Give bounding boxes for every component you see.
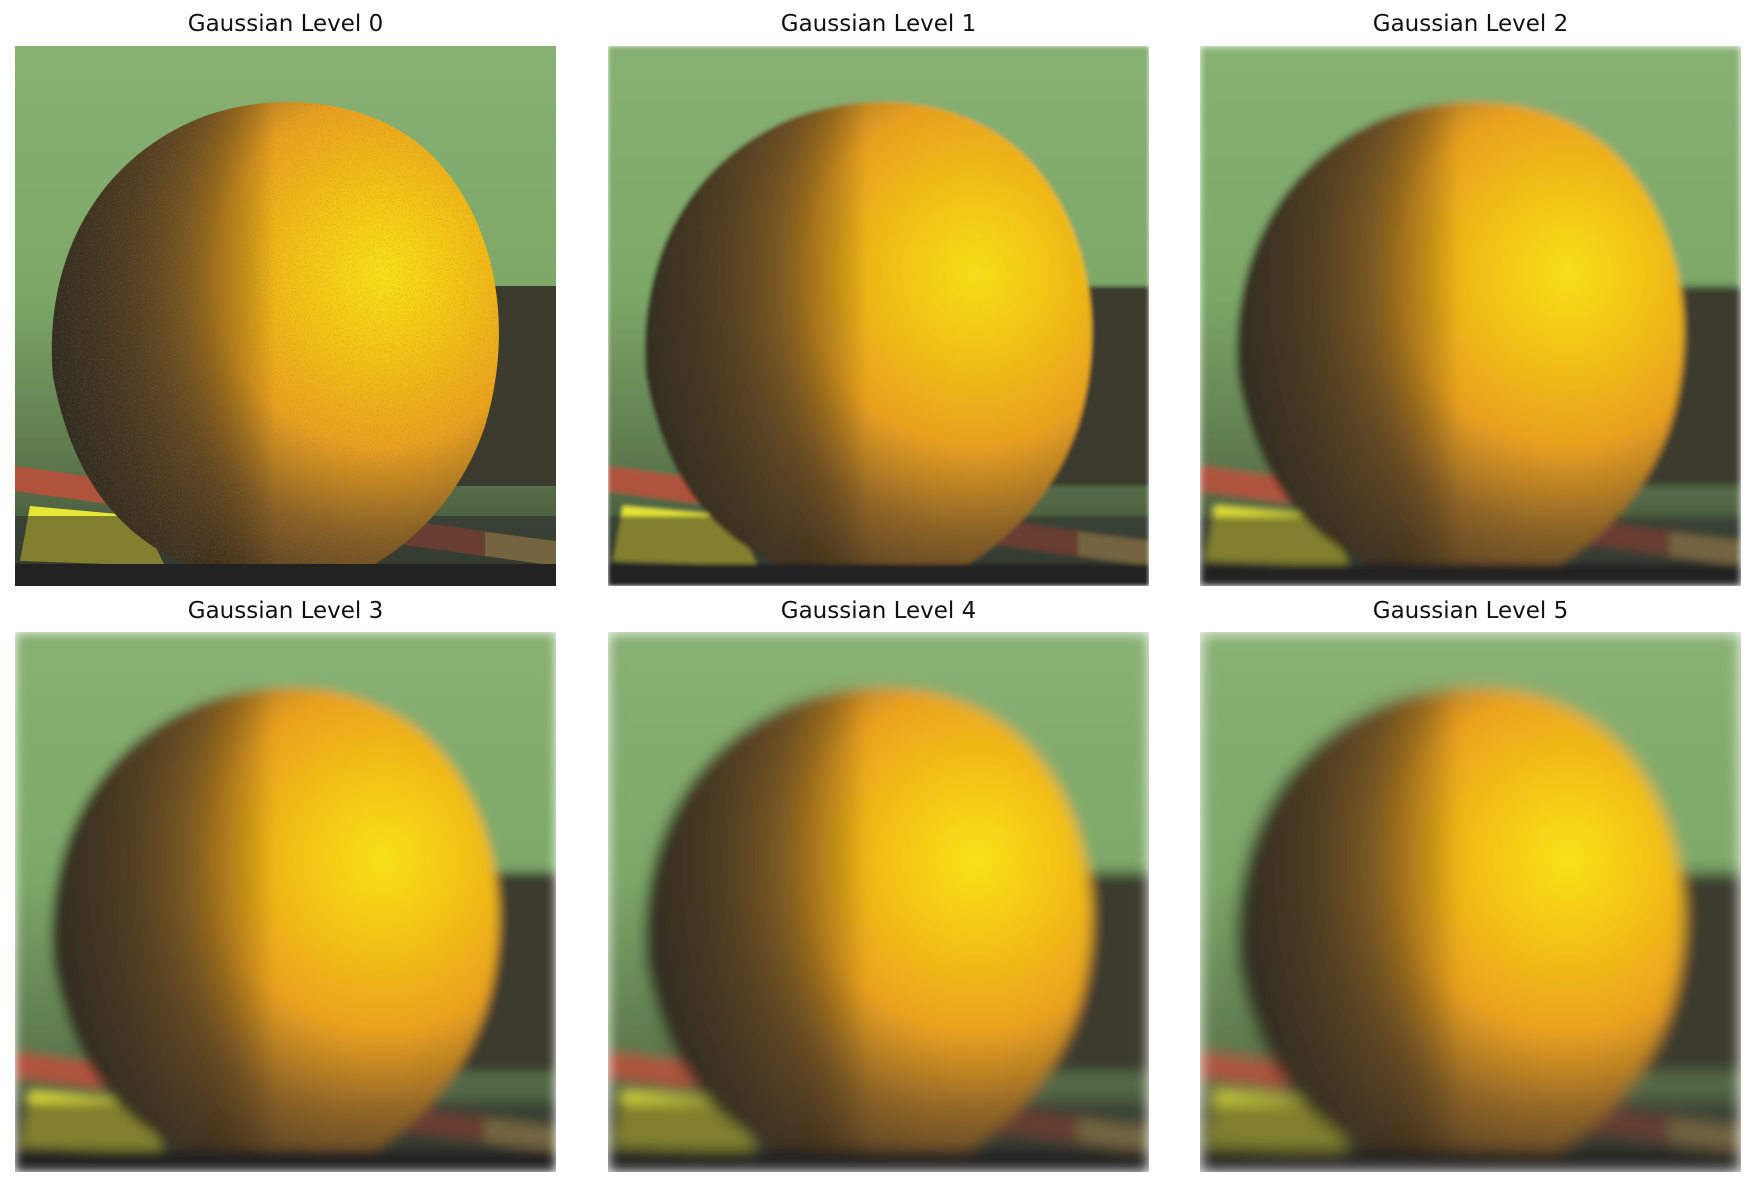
orange-image-level-4 [608, 632, 1149, 1172]
orange-photo [15, 46, 556, 586]
orange-photo [1200, 46, 1741, 586]
panel-title: Gaussian Level 1 [780, 11, 977, 37]
orange-image-level-2 [1200, 46, 1741, 586]
orange-image-level-5 [1200, 632, 1741, 1172]
panel-title: Gaussian Level 0 [187, 11, 384, 37]
panel-title: Gaussian Level 4 [780, 598, 977, 624]
orange-image-level-3 [15, 632, 556, 1172]
panel-title: Gaussian Level 5 [1372, 598, 1569, 624]
orange-photo [1200, 632, 1741, 1172]
panel-title: Gaussian Level 3 [187, 598, 384, 624]
orange-photo [608, 46, 1149, 586]
orange-image-level-1 [608, 46, 1149, 586]
orange-photo [608, 632, 1149, 1172]
panel-title: Gaussian Level 2 [1372, 11, 1569, 37]
orange-photo [15, 632, 556, 1172]
orange-image-level-0 [15, 46, 556, 586]
